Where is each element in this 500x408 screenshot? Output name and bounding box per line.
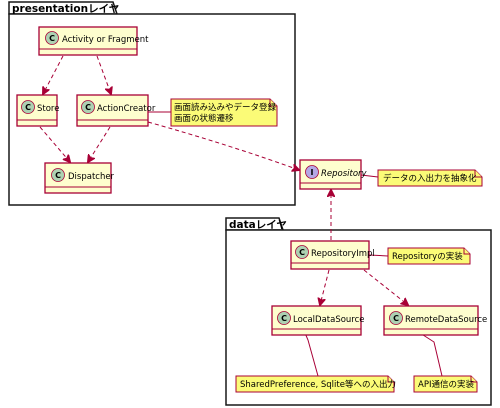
class-name: Store: [37, 104, 59, 114]
interface-stereotype-icon: [305, 165, 319, 179]
note-repository: データの入出力を抽象化: [377, 169, 483, 187]
note-repository-impl: Repositoryの実装: [387, 247, 471, 265]
note-action-creator: 画面読み込みやデータ登録 画面の状態遷移: [170, 98, 278, 127]
stereotype-letter: C: [25, 103, 31, 112]
class-name: Repository: [321, 169, 368, 179]
class-stereotype-icon: [45, 31, 59, 45]
class-name: ActionCreator: [97, 104, 156, 114]
note-line: データの入出力を抽象化: [383, 173, 477, 184]
edges: [39, 55, 408, 305]
class-action-creator[interactable]: C ActionCreator: [76, 94, 156, 127]
edge-actioncreator-repository: [147, 121, 299, 170]
class-name: LocalDataSource: [293, 315, 365, 325]
class-name: Dispatcher: [68, 172, 115, 182]
class-remote-data-source[interactable]: C RemoteDataSource: [383, 305, 487, 336]
stereotype-letter: C: [299, 248, 305, 257]
class-repository-impl[interactable]: C RepositoryImpl: [290, 240, 375, 270]
note-line: 画面読み込みやデータ登録: [174, 102, 277, 113]
note-line: Repositoryの実装: [392, 251, 463, 262]
note-line: API通信の実装: [418, 379, 474, 390]
interface-repository[interactable]: I Repository: [299, 159, 368, 190]
class-name: RemoteDataSource: [405, 315, 487, 325]
package-presentation-title: presentationレイヤ: [12, 3, 119, 15]
stereotype-letter: C: [49, 34, 55, 43]
package-data-title: dataレイヤ: [229, 219, 287, 231]
stereotype-letter: C: [55, 171, 61, 180]
stereotype-letter: I: [311, 168, 314, 177]
note-line: 画面の状態遷移: [174, 113, 234, 124]
class-stereotype-icon: [389, 311, 403, 325]
stereotype-letter: C: [85, 103, 91, 112]
edge-repositoryimpl-local: [320, 269, 330, 305]
note-local-data-source: SharedPreference, Sqlite等への入出力: [235, 375, 396, 393]
edge-activity-store: [43, 55, 64, 94]
class-local-data-source[interactable]: C LocalDataSource: [271, 305, 365, 336]
note-line: SharedPreference, Sqlite等への入出力: [240, 379, 396, 390]
class-name: Activity or Fragment: [62, 35, 149, 45]
class-stereotype-icon: [21, 100, 35, 114]
class-stereotype-icon: [277, 311, 291, 325]
edge-repositoryimpl-remote: [363, 269, 408, 305]
class-stereotype-icon: [81, 100, 95, 114]
stereotype-letter: C: [393, 314, 399, 323]
class-activity-or-fragment[interactable]: C Activity or Fragment: [38, 26, 149, 56]
class-stereotype-icon: [51, 168, 65, 182]
stereotype-letter: C: [281, 314, 287, 323]
class-name: RepositoryImpl: [311, 249, 375, 259]
class-stereotype-icon: [295, 245, 309, 259]
note-remote-data-source: API通信の実装: [413, 375, 478, 393]
class-dispatcher[interactable]: C Dispatcher: [44, 162, 115, 194]
edge-store-dispatcher: [39, 126, 70, 162]
class-store[interactable]: C Store: [16, 94, 59, 127]
